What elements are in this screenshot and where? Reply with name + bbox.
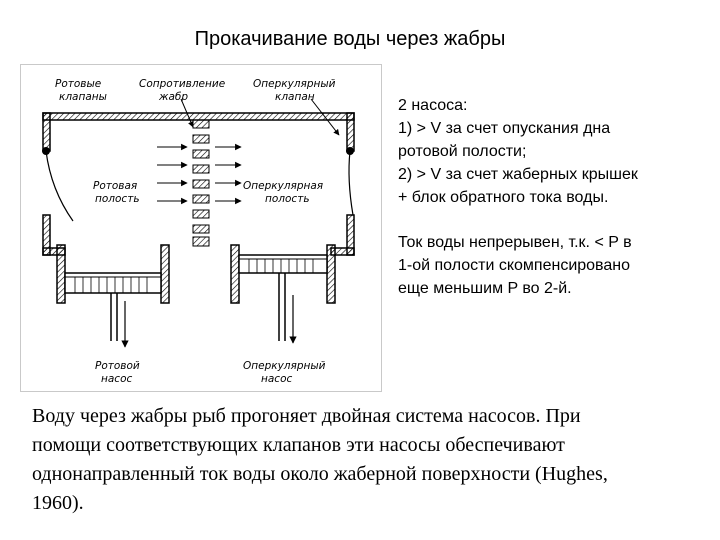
label-buccal-pump: Ротовой [95,360,140,372]
label-opercular-cavity-2: полость [265,193,310,205]
mouth-valve [42,147,74,222]
label-opercular-pump: Оперкулярный [243,360,326,372]
label-opercular-pump-2: насос [261,373,292,385]
label-opercular-cavity: Оперкулярная [243,180,323,192]
chamber-top-wall [42,112,355,121]
notes-spacer [398,209,710,231]
notes-line: 2) > V за счет жаберных крышек [398,166,638,183]
notes-line: + блок обратного тока воды. [398,189,609,206]
label-mouth-valves-2: клапаны [59,91,107,103]
caption-line: 1960). [32,492,84,514]
opercular-pump-cylinder [230,244,336,344]
label-opercular-valve-2: клапан [275,91,315,103]
slide-title: Прокачивание воды через жабры [194,28,506,50]
pump-diagram-svg: Ротовые клапаны Сопротивление жабр Оперк… [42,78,355,385]
label-gill-resistance-2: жабр [158,91,188,103]
label-mouth-valves: Ротовые [55,78,101,90]
notes-line: Ток воды непрерывен, т.к. < P в [398,234,632,251]
notes-line: 1-ой полости скомпенсировано [398,257,631,274]
notes-line: 1) > V за счет опускания дна [398,120,611,137]
label-leader-lines [180,98,340,136]
chamber-left-wall [42,112,66,256]
pump-diagram: Ротовые клапаны Сопротивление жабр Оперк… [20,64,382,392]
chamber-right-wall [330,112,355,256]
caption-line: Воду через жабры рыб прогоняет двойная с… [32,405,581,427]
notes-line: ротовой полости; [398,143,527,160]
label-buccal-cavity: Ротовая [93,180,137,192]
notes-line: еще меньшим P во 2-й. [398,280,572,297]
notes-line: 2 насоса: [398,97,468,114]
label-buccal-cavity-2: полость [95,193,140,205]
water-flow-arrows [157,143,242,205]
caption-line: однонаправленный ток воды около жаберной… [32,463,608,485]
caption-line: помощи соответствующих клапанов эти насо… [32,434,565,456]
gill-resistance [192,119,210,247]
figure-caption: Воду через жабры рыб прогоняет двойная с… [32,402,702,518]
buccal-pump-cylinder [56,244,170,348]
opercular-valve [346,147,354,216]
label-opercular-valve: Оперкулярный [253,78,336,90]
label-gill-resistance: Сопротивление [139,78,225,90]
label-buccal-pump-2: насос [101,373,132,385]
notes-panel: 2 насоса: 1) > V за счет опускания дна р… [398,94,710,300]
